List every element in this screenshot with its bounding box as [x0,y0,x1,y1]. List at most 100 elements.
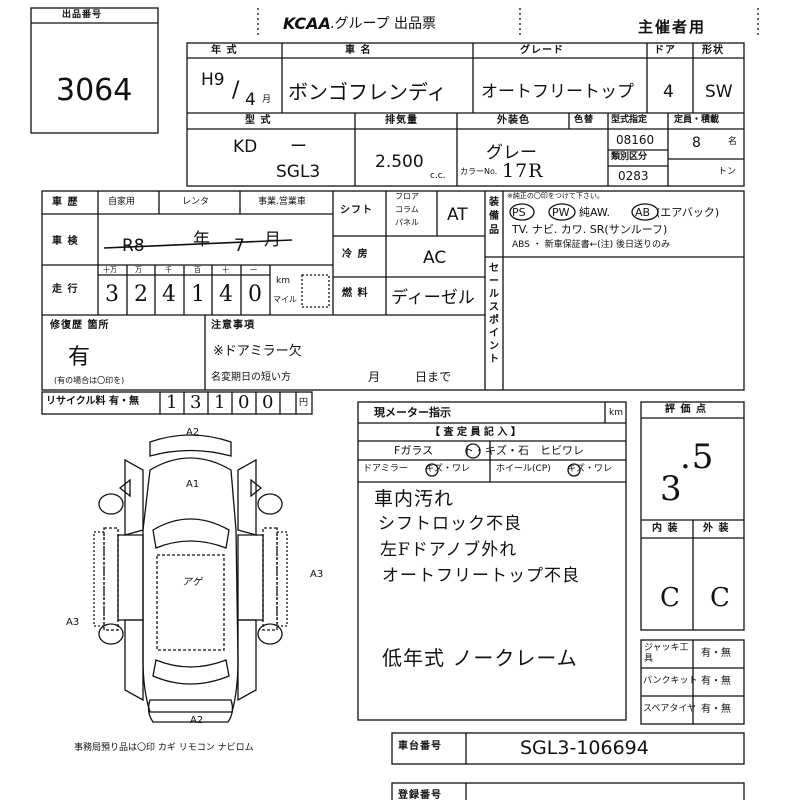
comment-line: 左Fドアノブ外れ [380,540,518,560]
recycle-digit: 1 [166,392,179,413]
map-mark-left: A3 [66,617,80,628]
recycle-unit: 円 [299,398,309,408]
sheet-title: .グループ 出品票 [330,16,437,32]
equip-pw: PW [552,206,570,219]
inspection-year-unit: 年 [193,230,210,250]
capacity: 8 [692,135,701,151]
recycle-label: リサイクル料 有・無 [46,396,139,407]
mileage-unit-1: 一 [250,266,257,274]
interior-grade: C [660,583,681,613]
mileage-unit-1k: 千 [165,266,172,274]
mileage-digit: 3 [105,282,120,307]
comment-line: 低年式 ノークレーム [382,646,578,670]
mileage-unit-100: 百 [194,266,201,274]
shift-label: シフト [340,205,373,216]
notes-label: 注意事項 [211,320,255,331]
mileage-unit-10: 十 [222,266,229,274]
tool-value: 有・無 [701,676,731,687]
shift-floor: フロア [395,192,419,201]
map-mark-rear: A2 [190,715,204,726]
equipment-label: 装備品 [489,197,500,236]
map-mark-right: A3 [310,569,324,580]
inspector-label: 【 査 定 員 記 入 】 [430,427,521,438]
tool-value: 有・無 [701,648,731,659]
model-label: 型 式 [245,115,272,126]
meter-label: 現メーター指示 [374,406,451,419]
office-note: 事務局預り品は〇印 カギ リモコン ナビロム [74,743,254,753]
recycle-digit: 0 [262,392,275,413]
model-prefix: KD [233,137,258,157]
equip-ps: PS [512,206,526,219]
title-change-month: 月 [368,370,381,384]
fuel-label: 燃 料 [342,288,369,299]
displacement-label: 排気量 [385,115,418,126]
recycle-digit: 1 [214,392,227,413]
tool-value: 有・無 [701,704,731,715]
shift-panel: パネル [395,218,419,227]
shift-value: AT [447,205,468,225]
history-business: 事業.営業車 [258,197,306,207]
exterior-label: 外 装 [703,523,730,534]
equip-airbag: (エアバック) [656,206,720,219]
chassis-label: 車台番号 [398,741,442,752]
title-change-label: 名変期日の短い方 [211,372,291,383]
equip-aw: 純AW. [579,206,611,219]
comment-line: シフトロック不良 [378,514,522,534]
notes-line1: ※ドアミラー欠 [213,344,302,359]
color-no: 17R [502,160,544,182]
equip-ab: AB [635,206,651,219]
month-unit: 月 [262,95,272,105]
body-type: SW [705,82,733,102]
model-dash: ー [290,137,307,157]
mileage-digit: 2 [134,282,149,307]
mileage-label: 走 行 [52,284,79,295]
comment-line: オートフリートップ不良 [382,566,580,586]
map-mark-bonnet: A1 [186,479,200,490]
inspection-month: 7 [234,236,245,256]
paint-label: 色替 [574,115,595,125]
recycle-digit: 3 [190,392,203,413]
wheel-opts: キズ・ワレ [567,464,613,474]
mileage-digit: 4 [219,282,234,307]
fglass-label: Fガラス [394,444,434,457]
repair-label: 修復歴 箇所 [50,320,110,331]
crack-label: ヒビワレ [540,444,584,457]
fglass-opts: ト・キズ・石 [463,444,529,457]
capacity-label: 定員・積載 [674,115,720,125]
score-label: 評 価 点 [665,404,707,415]
km-unit: km [276,276,290,286]
mile-unit: マイル [273,295,297,304]
equipment-note: ※純正の〇印をつけて下さい。 [507,192,604,200]
year-era: H9 [201,70,225,90]
history-private: 自家用 [108,197,136,207]
mileage-digit: 0 [248,282,263,307]
displacement: 2.500 [375,152,424,172]
doors: 4 [663,82,674,102]
inspection-label: 車 検 [52,236,79,247]
sales-point-label: セールスポイント [489,263,500,365]
equip-row3: ABS ・ 新車保証書←(注) 後日送りのみ [512,240,671,250]
organizer-label: 主催者用 [638,18,707,36]
category: 0283 [618,169,649,183]
door-label: ドア [654,45,676,56]
history-rental: レンタ [182,197,210,207]
lot-number: 3064 [56,73,133,108]
model-spec-label: 型式指定 [611,115,648,125]
equip-row2: TV. ナビ. カワ. SR(サンルーフ) [512,223,668,236]
exterior-color-label: 外装色 [497,115,530,126]
repair-value: 有 [68,345,91,370]
exterior-grade: C [710,583,731,613]
repair-note: (有の場合は〇印を) [54,376,125,385]
tool-name: ジャッキ工具 [644,643,689,664]
model-spec: 08160 [616,133,655,147]
score-main: 3 [660,469,683,509]
recycle-digit: 0 [238,392,251,413]
brand-logo: KCAA [283,14,331,33]
mileage-digit: 4 [162,282,177,307]
meter-unit: km [609,408,623,418]
aircon-value: AC [423,248,447,268]
inspection-month-unit: 月 [264,230,281,250]
grade-label: グレード [520,45,564,56]
mirror-label: ドアミラー [363,464,408,474]
